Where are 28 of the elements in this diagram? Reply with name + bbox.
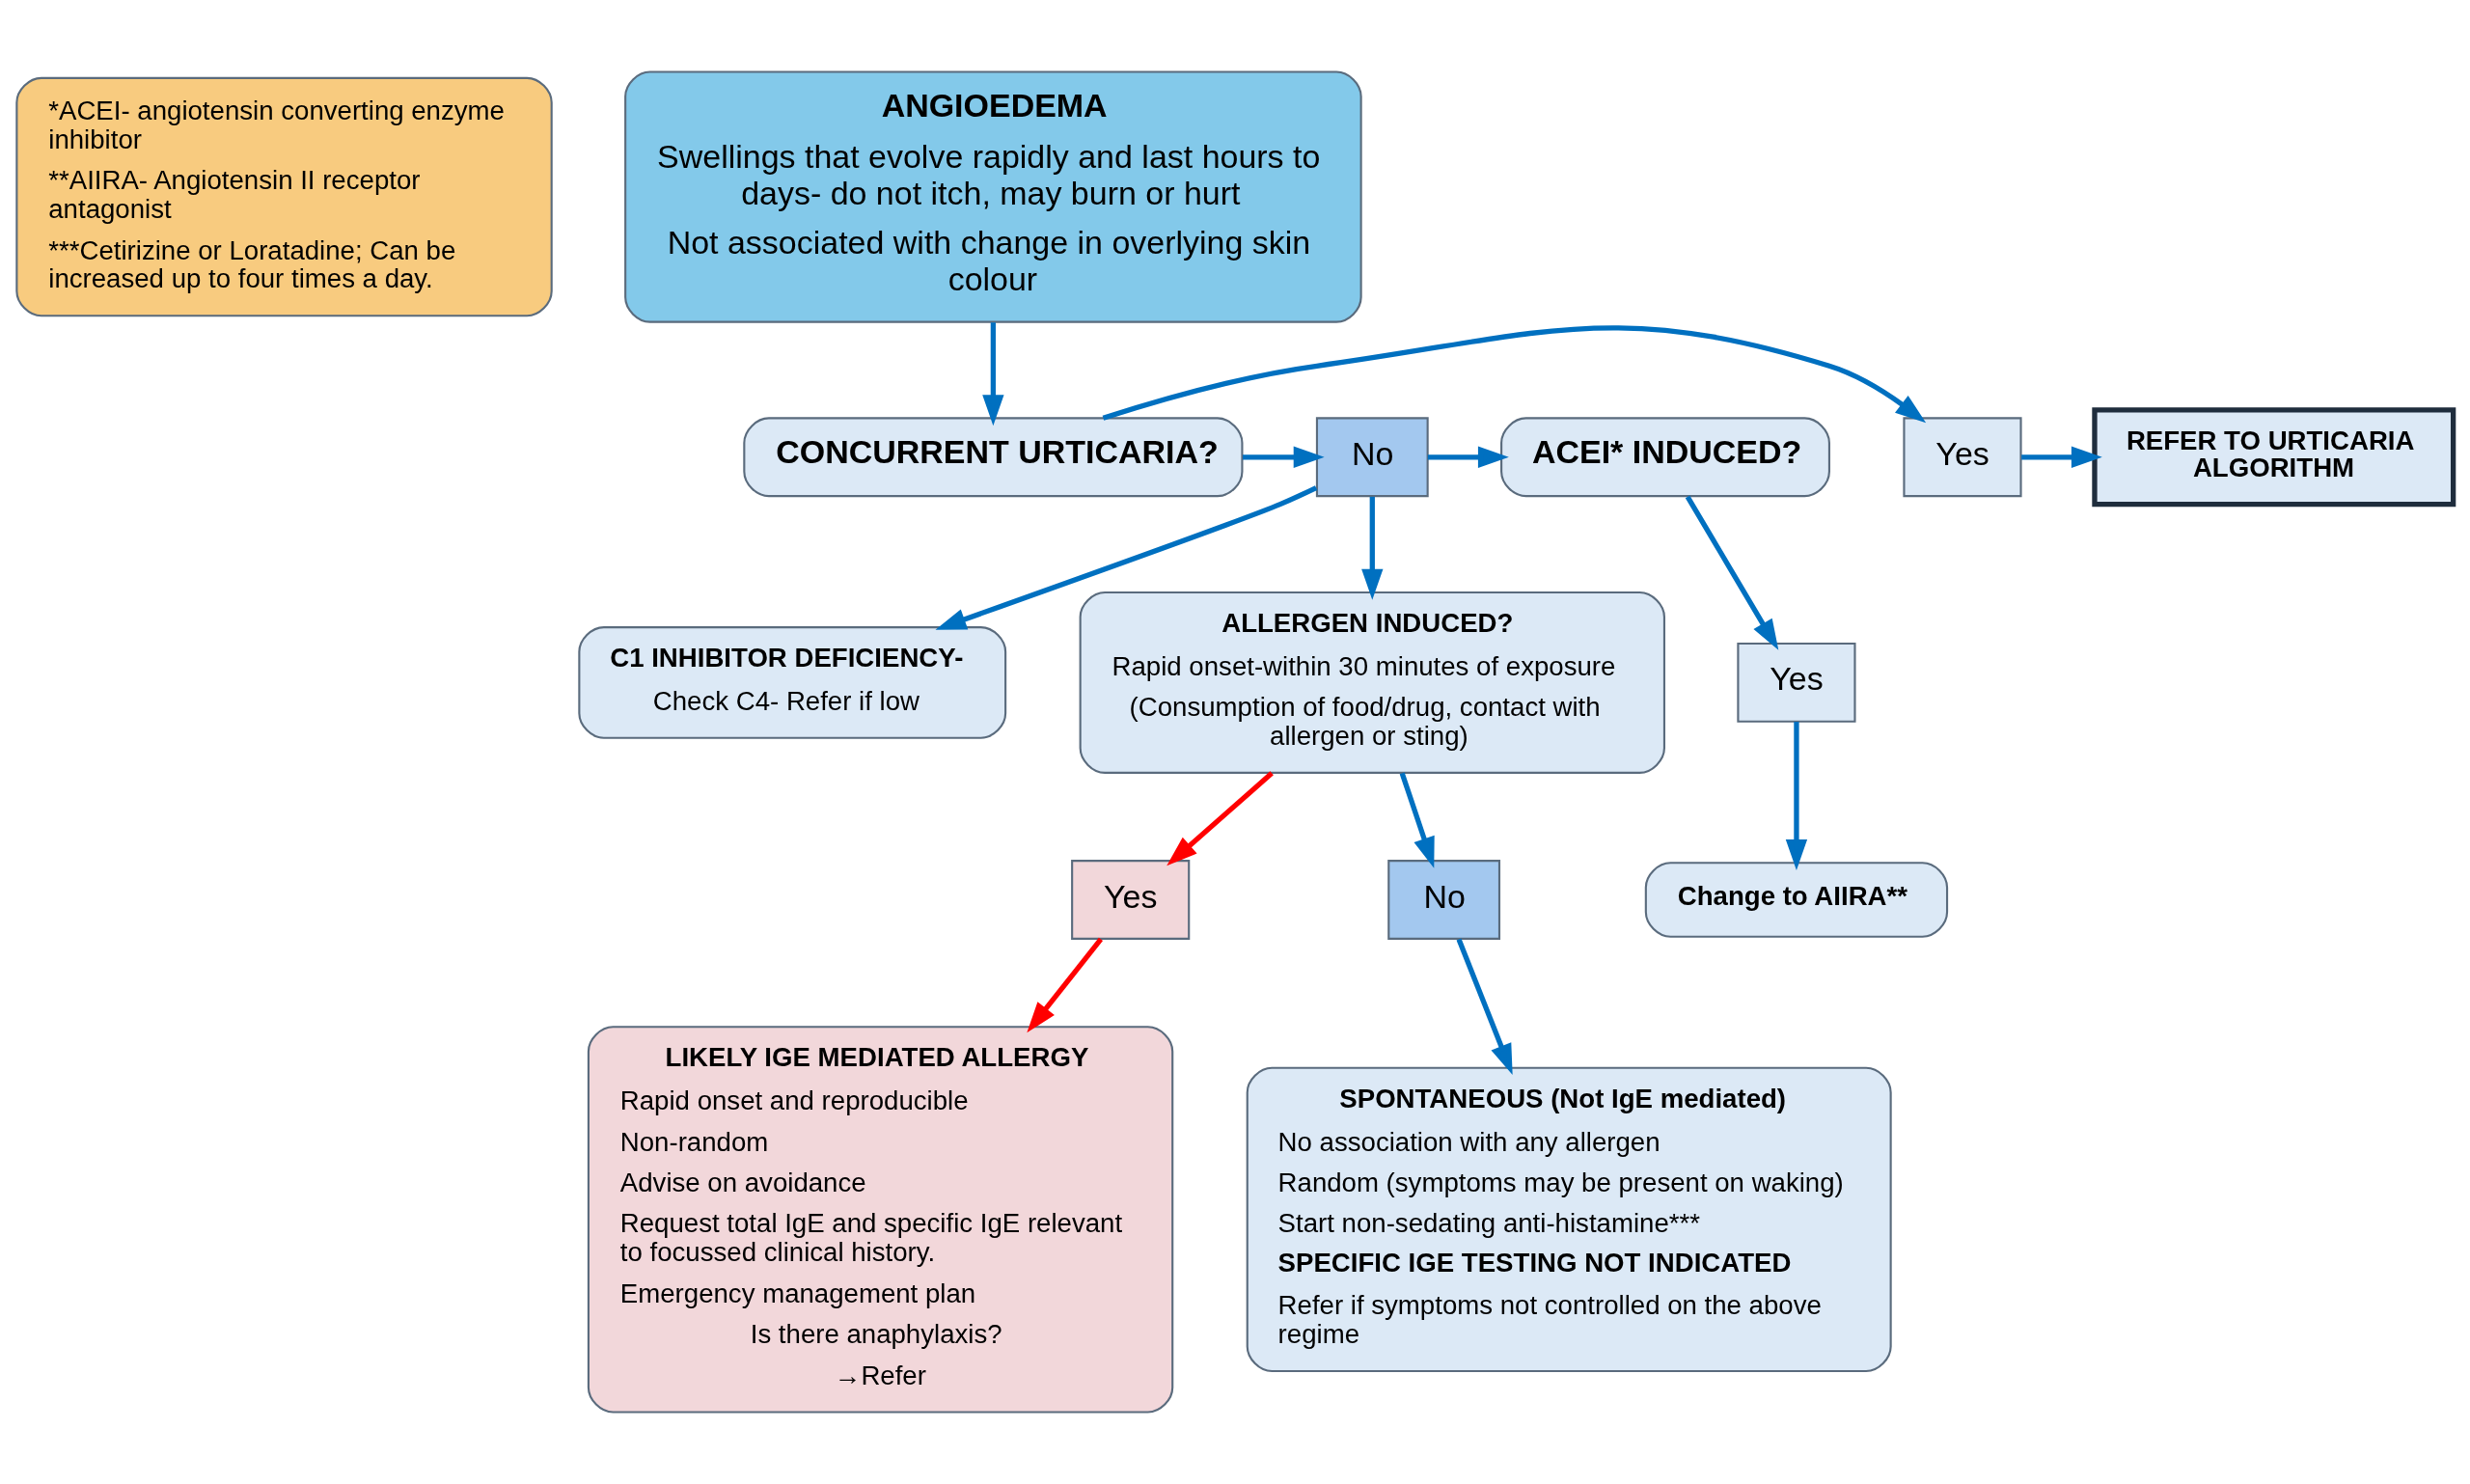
arrow — [1166, 771, 1274, 866]
arrow — [2021, 446, 2102, 468]
arrow — [1456, 938, 1513, 1075]
arrow — [935, 485, 1318, 630]
arrow — [1785, 722, 1808, 870]
node-box: Yes — [1071, 860, 1191, 940]
node-box: LIKELY IGE MEDIATED ALLERGY Rapid onset and reproducible Non-random Advise on avoidance Request total IgE and specific IgE relevant to focussed clinical history. Emergency management plan Is there anaphylaxis? →Refer — [587, 1026, 1174, 1414]
arrow — [982, 322, 1004, 426]
node-box: Change to AIIRA** — [1644, 862, 1949, 938]
arrow — [1243, 446, 1325, 468]
arrow — [1361, 496, 1384, 600]
node-box: No — [1315, 417, 1429, 498]
node-box: No — [1387, 860, 1501, 940]
arrow — [1399, 772, 1435, 868]
node-box: *ACEI- angiotensin converting enzyme inhibitor **AIIRA- Angiotensin II receptor antagonist ***Cetirizine or Loratadine; Can be increased up to four times a day. — [15, 76, 553, 317]
node-box: Yes — [1903, 417, 2022, 498]
arrow — [1027, 937, 1104, 1033]
arrow — [1427, 446, 1509, 468]
node-box: ACEI* INDUCED? — [1500, 417, 1830, 498]
node-box: CONCURRENT URTICARIA? — [743, 417, 1244, 498]
node-box: ANGIOEDEMA Swellings that evolve rapidly and last hours to days- do not itch, may burn or hurt Not associated with change in overlying skin colour — [624, 70, 1362, 323]
node-box: Yes — [1737, 643, 1856, 723]
arrow — [1685, 495, 1779, 650]
node-box: ALLERGEN INDUCED? Rapid onset-within 30 minutes of exposure (Consumption of food/drug, contact with allergen or sting) — [1079, 591, 1665, 774]
arrow — [1102, 325, 1927, 424]
node-box: C1 INHIBITOR DEFICIENCY- Check C4- Refer if low — [578, 626, 1007, 739]
node-box: SPONTANEOUS (Not IgE mediated) No association with any allergen Random (symptoms may be present on waking) Start non-sedating anti-histamine*** SPECIFIC IGE TESTING NOT INDICATED Refer if symptoms not controlled on the above regime — [1246, 1066, 1892, 1373]
node-box: REFER TO URTICARIA ALGORITHM — [2092, 407, 2456, 508]
